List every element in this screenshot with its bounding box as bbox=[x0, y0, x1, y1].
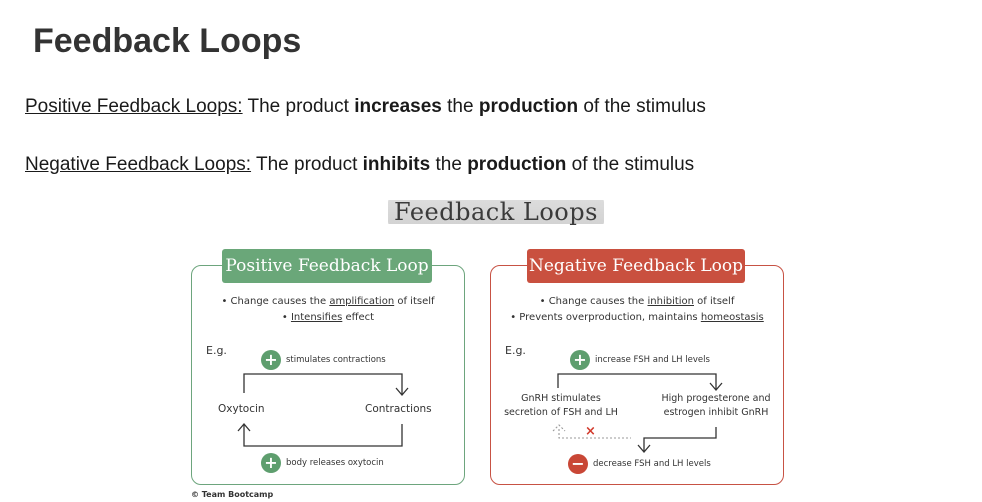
diagram-title: Feedback Loops bbox=[388, 198, 604, 226]
cross-icon: × bbox=[585, 424, 596, 439]
bullet-underlined: homeostasis bbox=[700, 312, 764, 323]
positive-bullet-2: • Intensifies effect bbox=[192, 312, 464, 323]
positive-loop-arrows bbox=[237, 373, 409, 447]
def-text: The product bbox=[251, 154, 363, 175]
progesterone-node-line-1: High progesterone and bbox=[661, 393, 771, 404]
negative-bullet-1: • Change causes the inhibition of itself bbox=[491, 296, 783, 307]
def-bold: increases bbox=[354, 96, 442, 117]
positive-term: Positive Feedback Loops: bbox=[25, 96, 243, 117]
bullet-text: • Change causes the bbox=[539, 296, 648, 307]
negative-loop-arrows bbox=[552, 373, 723, 453]
bullet-text: • bbox=[281, 312, 291, 323]
positive-bottom-plus-icon: + bbox=[261, 453, 281, 473]
negative-panel-header: Negative Feedback Loop bbox=[527, 249, 745, 283]
negative-term: Negative Feedback Loops: bbox=[25, 154, 252, 175]
contractions-node: Contractions bbox=[365, 403, 432, 415]
page-title: Feedback Loops bbox=[33, 22, 302, 60]
bullet-underlined: Intensifies bbox=[290, 312, 343, 323]
bullet-underlined: amplification bbox=[329, 296, 395, 307]
bullet-underlined: inhibition bbox=[647, 296, 694, 307]
positive-top-plus-icon: + bbox=[261, 350, 281, 370]
gnrh-node-line-2: secretion of FSH and LH bbox=[504, 407, 618, 418]
negative-bottom-minus-icon: − bbox=[568, 454, 588, 474]
negative-top-plus-icon: + bbox=[570, 350, 590, 370]
copyright-text: © Team Bootcamp bbox=[191, 490, 274, 499]
gnrh-node: GnRH stimulates secretion of FSH and LH bbox=[497, 392, 625, 420]
def-text: of the stimulus bbox=[566, 154, 695, 175]
positive-bottom-label: body releases oxytocin bbox=[286, 458, 384, 468]
def-text: the bbox=[441, 96, 479, 117]
negative-bullet-2: • Prevents overproduction, maintains hom… bbox=[491, 312, 783, 323]
bullet-text: effect bbox=[342, 312, 375, 323]
positive-bullet-1: • Change causes the amplification of its… bbox=[192, 296, 464, 307]
def-bold: production bbox=[467, 154, 567, 175]
bullet-text: of itself bbox=[394, 296, 435, 307]
positive-eg: E.g. bbox=[206, 344, 227, 357]
oxytocin-node: Oxytocin bbox=[218, 403, 265, 415]
negative-definition: Negative Feedback Loops: The product inh… bbox=[25, 154, 694, 176]
negative-loop-panel: Negative Feedback Loop • Change causes t… bbox=[490, 249, 784, 485]
def-bold: inhibits bbox=[362, 154, 431, 175]
positive-panel-header: Positive Feedback Loop bbox=[222, 249, 432, 283]
negative-top-label: increase FSH and LH levels bbox=[595, 355, 710, 365]
def-text: the bbox=[430, 154, 468, 175]
progesterone-node: High progesterone and estrogen inhibit G… bbox=[649, 392, 783, 420]
bullet-text: • Prevents overproduction, maintains bbox=[510, 312, 701, 323]
bullet-text: of itself bbox=[694, 296, 735, 307]
negative-bottom-label: decrease FSH and LH levels bbox=[593, 459, 711, 469]
def-text: The product bbox=[242, 96, 355, 117]
gnrh-node-line-1: GnRH stimulates bbox=[521, 393, 601, 404]
def-bold: production bbox=[478, 96, 579, 117]
progesterone-node-line-2: estrogen inhibit GnRH bbox=[663, 407, 769, 418]
positive-definition: Positive Feedback Loops: The product inc… bbox=[25, 96, 706, 118]
positive-top-label: stimulates contractions bbox=[286, 355, 386, 365]
def-text: of the stimulus bbox=[578, 96, 706, 117]
bullet-text: • Change causes the bbox=[221, 296, 330, 307]
positive-loop-panel: Positive Feedback Loop • Change causes t… bbox=[191, 249, 465, 485]
negative-eg: E.g. bbox=[505, 344, 526, 357]
